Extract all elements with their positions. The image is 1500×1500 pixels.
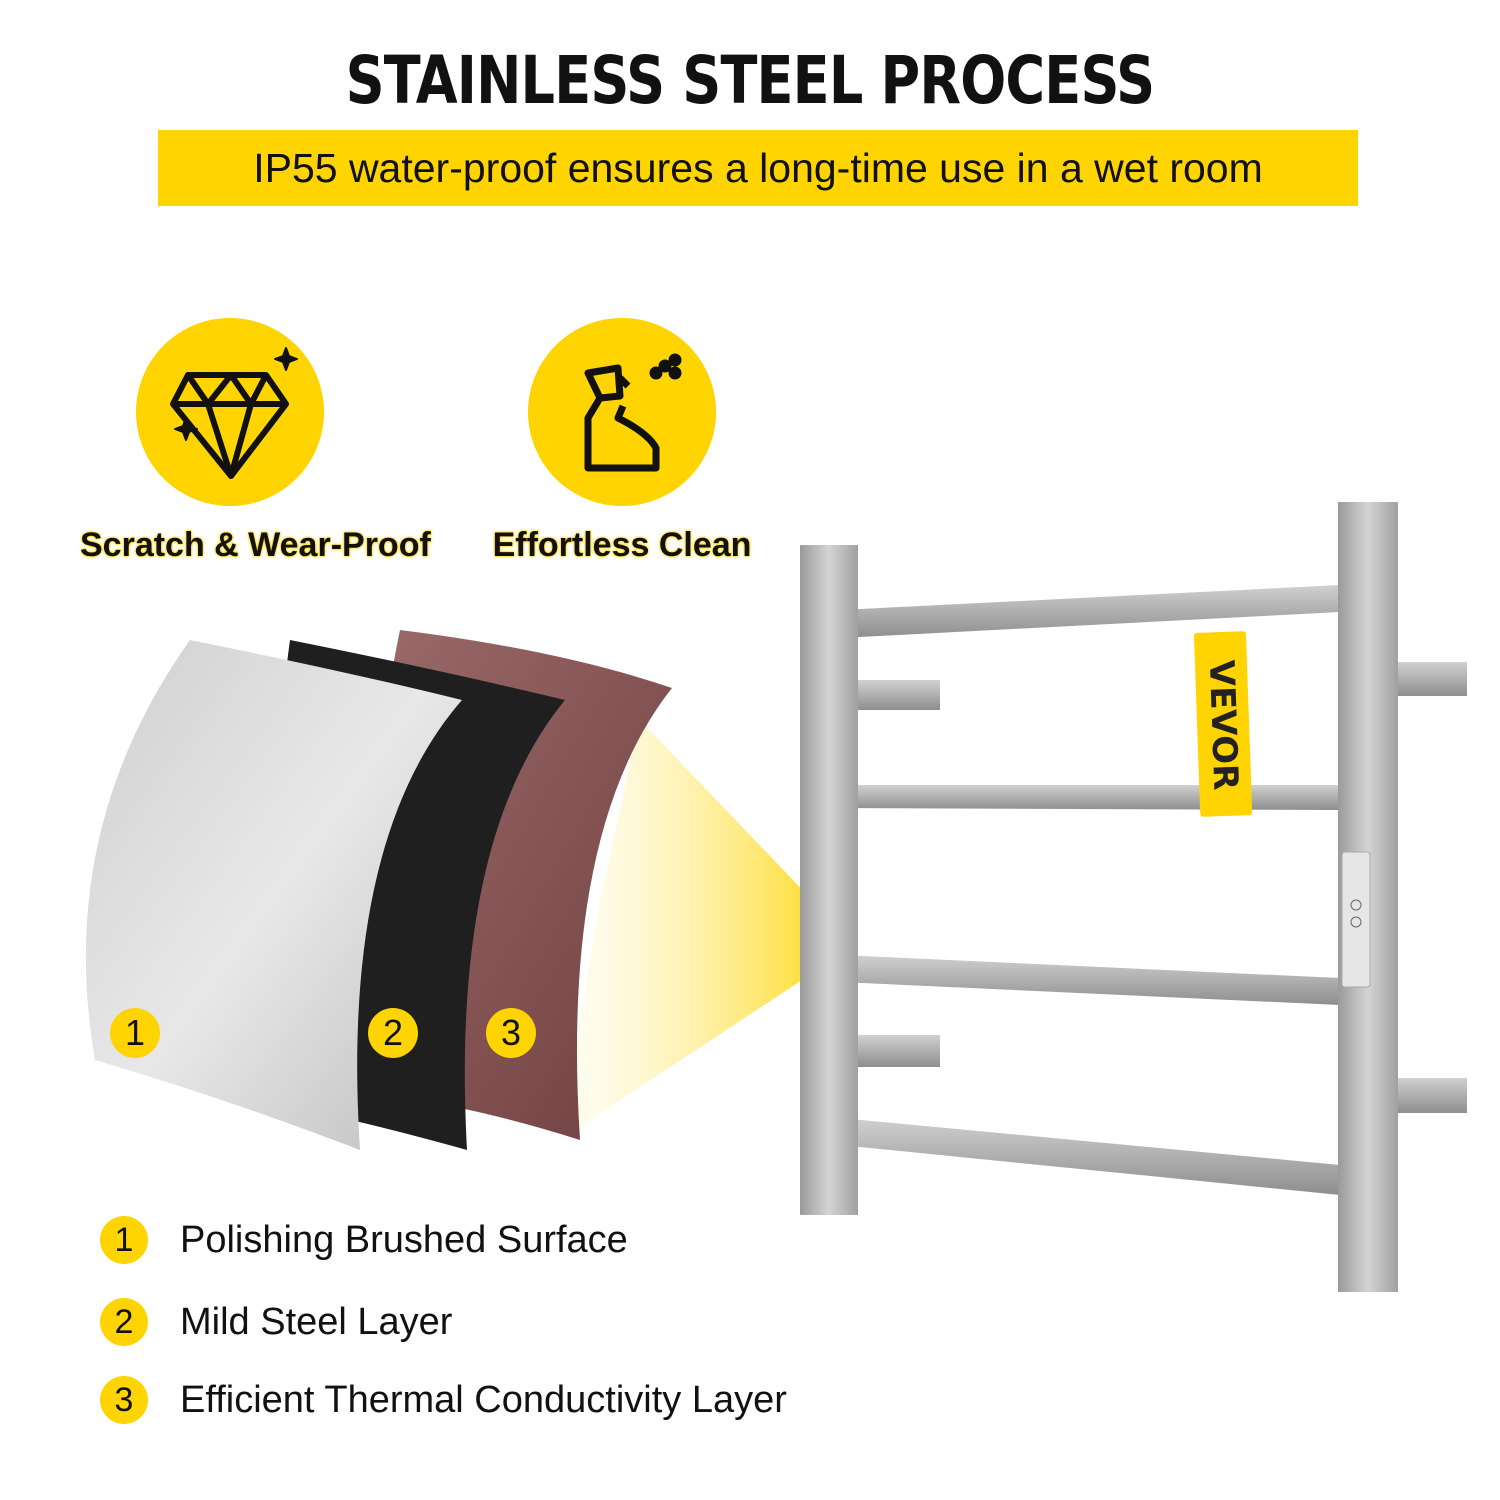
feature-label: Scratch & Wear-Proof [80, 526, 431, 564]
feature-scratch-proof: Scratch & Wear-Proof [80, 318, 431, 565]
legend-number: 1 [100, 1216, 148, 1264]
light-cone [560, 720, 855, 1140]
page-title: STAINLESS STEEL PROCESS [345, 42, 1156, 119]
diamond-icon [136, 318, 324, 506]
legend-item-2: 2 Mild Steel Layer [100, 1298, 452, 1346]
feature-label: Effortless Clean [492, 526, 752, 564]
feature-effortless-clean: Effortless Clean [472, 318, 772, 565]
layer-1-sheet [85, 640, 462, 1150]
legend-number: 3 [100, 1376, 148, 1424]
spray-bottle-icon [528, 318, 716, 506]
legend-item-3: 3 Efficient Thermal Conductivity Layer [100, 1376, 787, 1424]
subtitle-banner: IP55 water-proof ensures a long-time use… [158, 130, 1358, 206]
layer-3-marker: 3 [486, 1008, 536, 1058]
legend-label: Mild Steel Layer [180, 1300, 453, 1343]
legend-number: 2 [100, 1298, 148, 1346]
legend-label: Efficient Thermal Conductivity Layer [180, 1378, 787, 1421]
vevor-tag: VEVOR [1193, 631, 1253, 817]
legend-label: Polishing Brushed Surface [180, 1218, 628, 1261]
control-panel [1341, 851, 1371, 988]
power-button-icon [1350, 916, 1362, 928]
towel-rack [800, 502, 1467, 1292]
timer-button-icon [1350, 899, 1362, 911]
svg-text:VEVOR: VEVOR [1201, 659, 1246, 791]
layer-1-marker: 1 [110, 1008, 160, 1058]
legend-item-1: 1 Polishing Brushed Surface [100, 1216, 628, 1264]
layer-2-marker: 2 [368, 1008, 418, 1058]
